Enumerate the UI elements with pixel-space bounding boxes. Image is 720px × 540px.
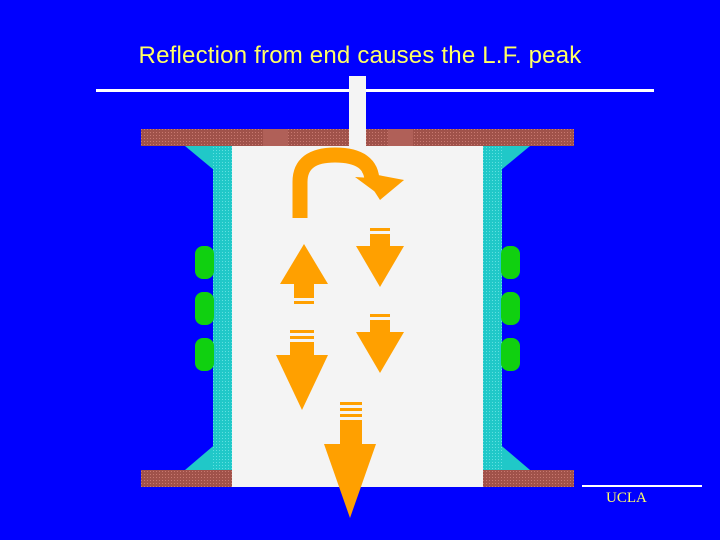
title-underline xyxy=(96,89,654,92)
top-flange-boss-right xyxy=(388,129,413,146)
arrow-up xyxy=(280,244,328,304)
arrow-down xyxy=(356,314,404,373)
slide-title: Reflection from end causes the L.F. peak xyxy=(138,42,582,69)
coil-right-2 xyxy=(501,292,520,325)
left-wall xyxy=(213,146,232,470)
coil-left-3 xyxy=(195,338,214,371)
top-flange-boss-left xyxy=(263,129,288,146)
coil-right-1 xyxy=(501,246,520,279)
coil-left-2 xyxy=(195,292,214,325)
large-arrow-down xyxy=(324,402,376,518)
coil-left-1 xyxy=(195,246,214,279)
input-coupler xyxy=(349,76,366,146)
right-wall xyxy=(483,146,502,470)
footer-rule xyxy=(582,485,702,487)
coil-right-3 xyxy=(501,338,520,371)
ucla-label: UCLA xyxy=(606,490,647,506)
arrow-down xyxy=(276,330,328,410)
curved-reflection-arrow xyxy=(292,147,404,218)
arrow-down xyxy=(356,228,404,287)
